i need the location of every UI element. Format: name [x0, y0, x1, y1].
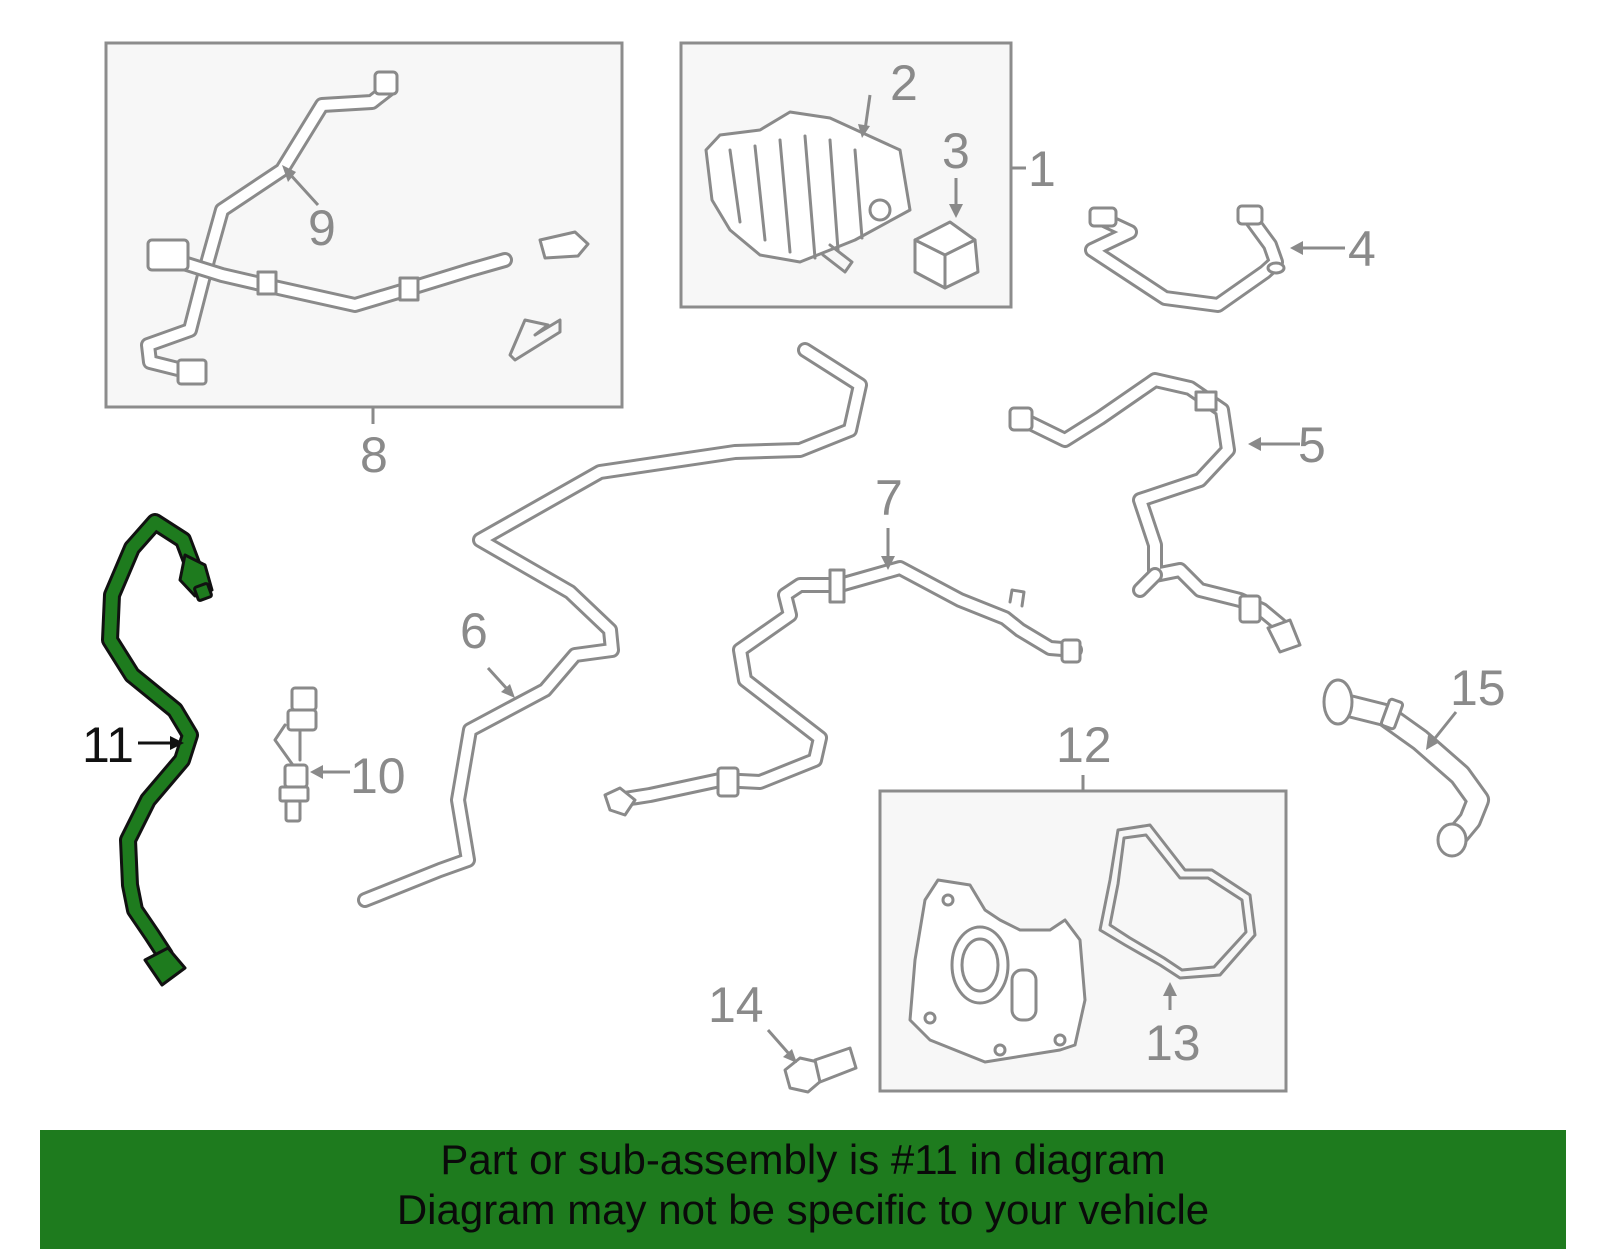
callout-6: 6: [460, 603, 488, 659]
hose-15: [1322, 678, 1490, 858]
callout-13: 13: [1145, 1015, 1201, 1071]
banner-line-1: Part or sub-assembly is #11 in diagram: [440, 1136, 1166, 1183]
oxygen-sensor-10: [273, 686, 318, 823]
callout-2: 2: [890, 55, 918, 111]
callout-7: 7: [875, 470, 903, 526]
leader-9: [286, 170, 320, 207]
callout-15: 15: [1450, 660, 1506, 716]
vapor-line-5: [1008, 372, 1302, 654]
vapor-line-4: [1084, 204, 1286, 313]
callout-4: 4: [1348, 221, 1376, 277]
callout-12: 12: [1056, 717, 1112, 773]
highlighted-part-11: [101, 513, 214, 987]
callout-10: 10: [350, 748, 406, 804]
callout-9: 9: [308, 200, 336, 256]
vapor-line-6: [357, 342, 868, 908]
callout-11: 11: [82, 717, 134, 773]
callout-5: 5: [1298, 417, 1326, 473]
vapor-line-7: [603, 560, 1083, 817]
info-banner: Part or sub-assembly is #11 in diagram D…: [40, 1130, 1566, 1249]
banner-line-2: Diagram may not be specific to your vehi…: [396, 1186, 1210, 1233]
vapor-canister-2: [704, 110, 912, 274]
cover-plate-12: [908, 878, 1087, 1064]
bolt-14: [783, 1046, 858, 1094]
wiring-harness-9: [140, 70, 590, 386]
callout-1: 1: [1028, 141, 1056, 197]
callout-14: 14: [708, 977, 764, 1033]
gasket-13: [1098, 823, 1257, 980]
callout-8: 8: [360, 427, 388, 483]
callout-3: 3: [942, 123, 970, 179]
purge-valve-3: [913, 220, 980, 290]
